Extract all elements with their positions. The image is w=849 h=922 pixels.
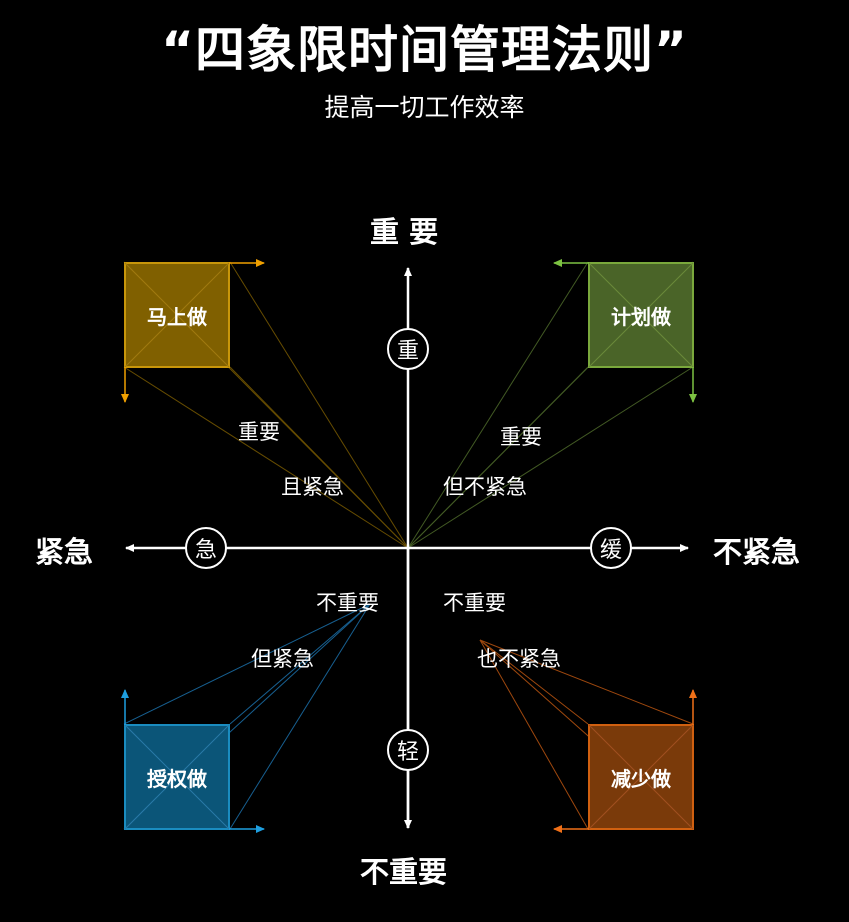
quadrant-top-right-line1: 重要	[500, 425, 542, 449]
box-label-top-right: 计划做	[611, 304, 671, 329]
quadrant-top-left-line1: 重要	[238, 420, 280, 444]
page-title: “四象限时间管理法则”	[161, 21, 688, 79]
quadrant-bottom-left-line2: 但紧急	[251, 647, 314, 671]
box-label-bottom-left: 授权做	[147, 766, 207, 791]
axis-label-left: 紧急	[35, 535, 94, 569]
box-label-top-left: 马上做	[147, 304, 207, 329]
quadrant-top-left-line2: 且紧急	[281, 475, 344, 499]
quadrant-top-right-line2: 但不紧急	[443, 475, 527, 499]
fan-lines-bottom-left	[123, 603, 371, 830]
box-bottom-left	[121, 689, 265, 833]
axis-label-bottom: 不重要	[360, 855, 448, 889]
axis-circle-right: 缓	[590, 527, 632, 569]
quadrant-bottom-left-line1: 不重要	[316, 591, 379, 615]
axis-circle-top: 重	[387, 328, 429, 370]
axis-circle-bottom: 轻	[387, 729, 429, 771]
box-top-left	[121, 259, 265, 403]
box-label-bottom-right: 减少做	[611, 766, 671, 791]
quadrant-bottom-right-line1: 不重要	[443, 591, 506, 615]
box-bottom-right	[553, 689, 697, 833]
page-subtitle: 提高一切工作效率	[324, 93, 525, 122]
axis-label-right: 不紧急	[713, 535, 801, 569]
quadrant-bottom-right-line2: 也不紧急	[477, 647, 561, 671]
axis-label-top: 重 要	[370, 215, 439, 249]
axis-circle-left: 急	[185, 527, 227, 569]
box-top-right	[553, 259, 697, 403]
